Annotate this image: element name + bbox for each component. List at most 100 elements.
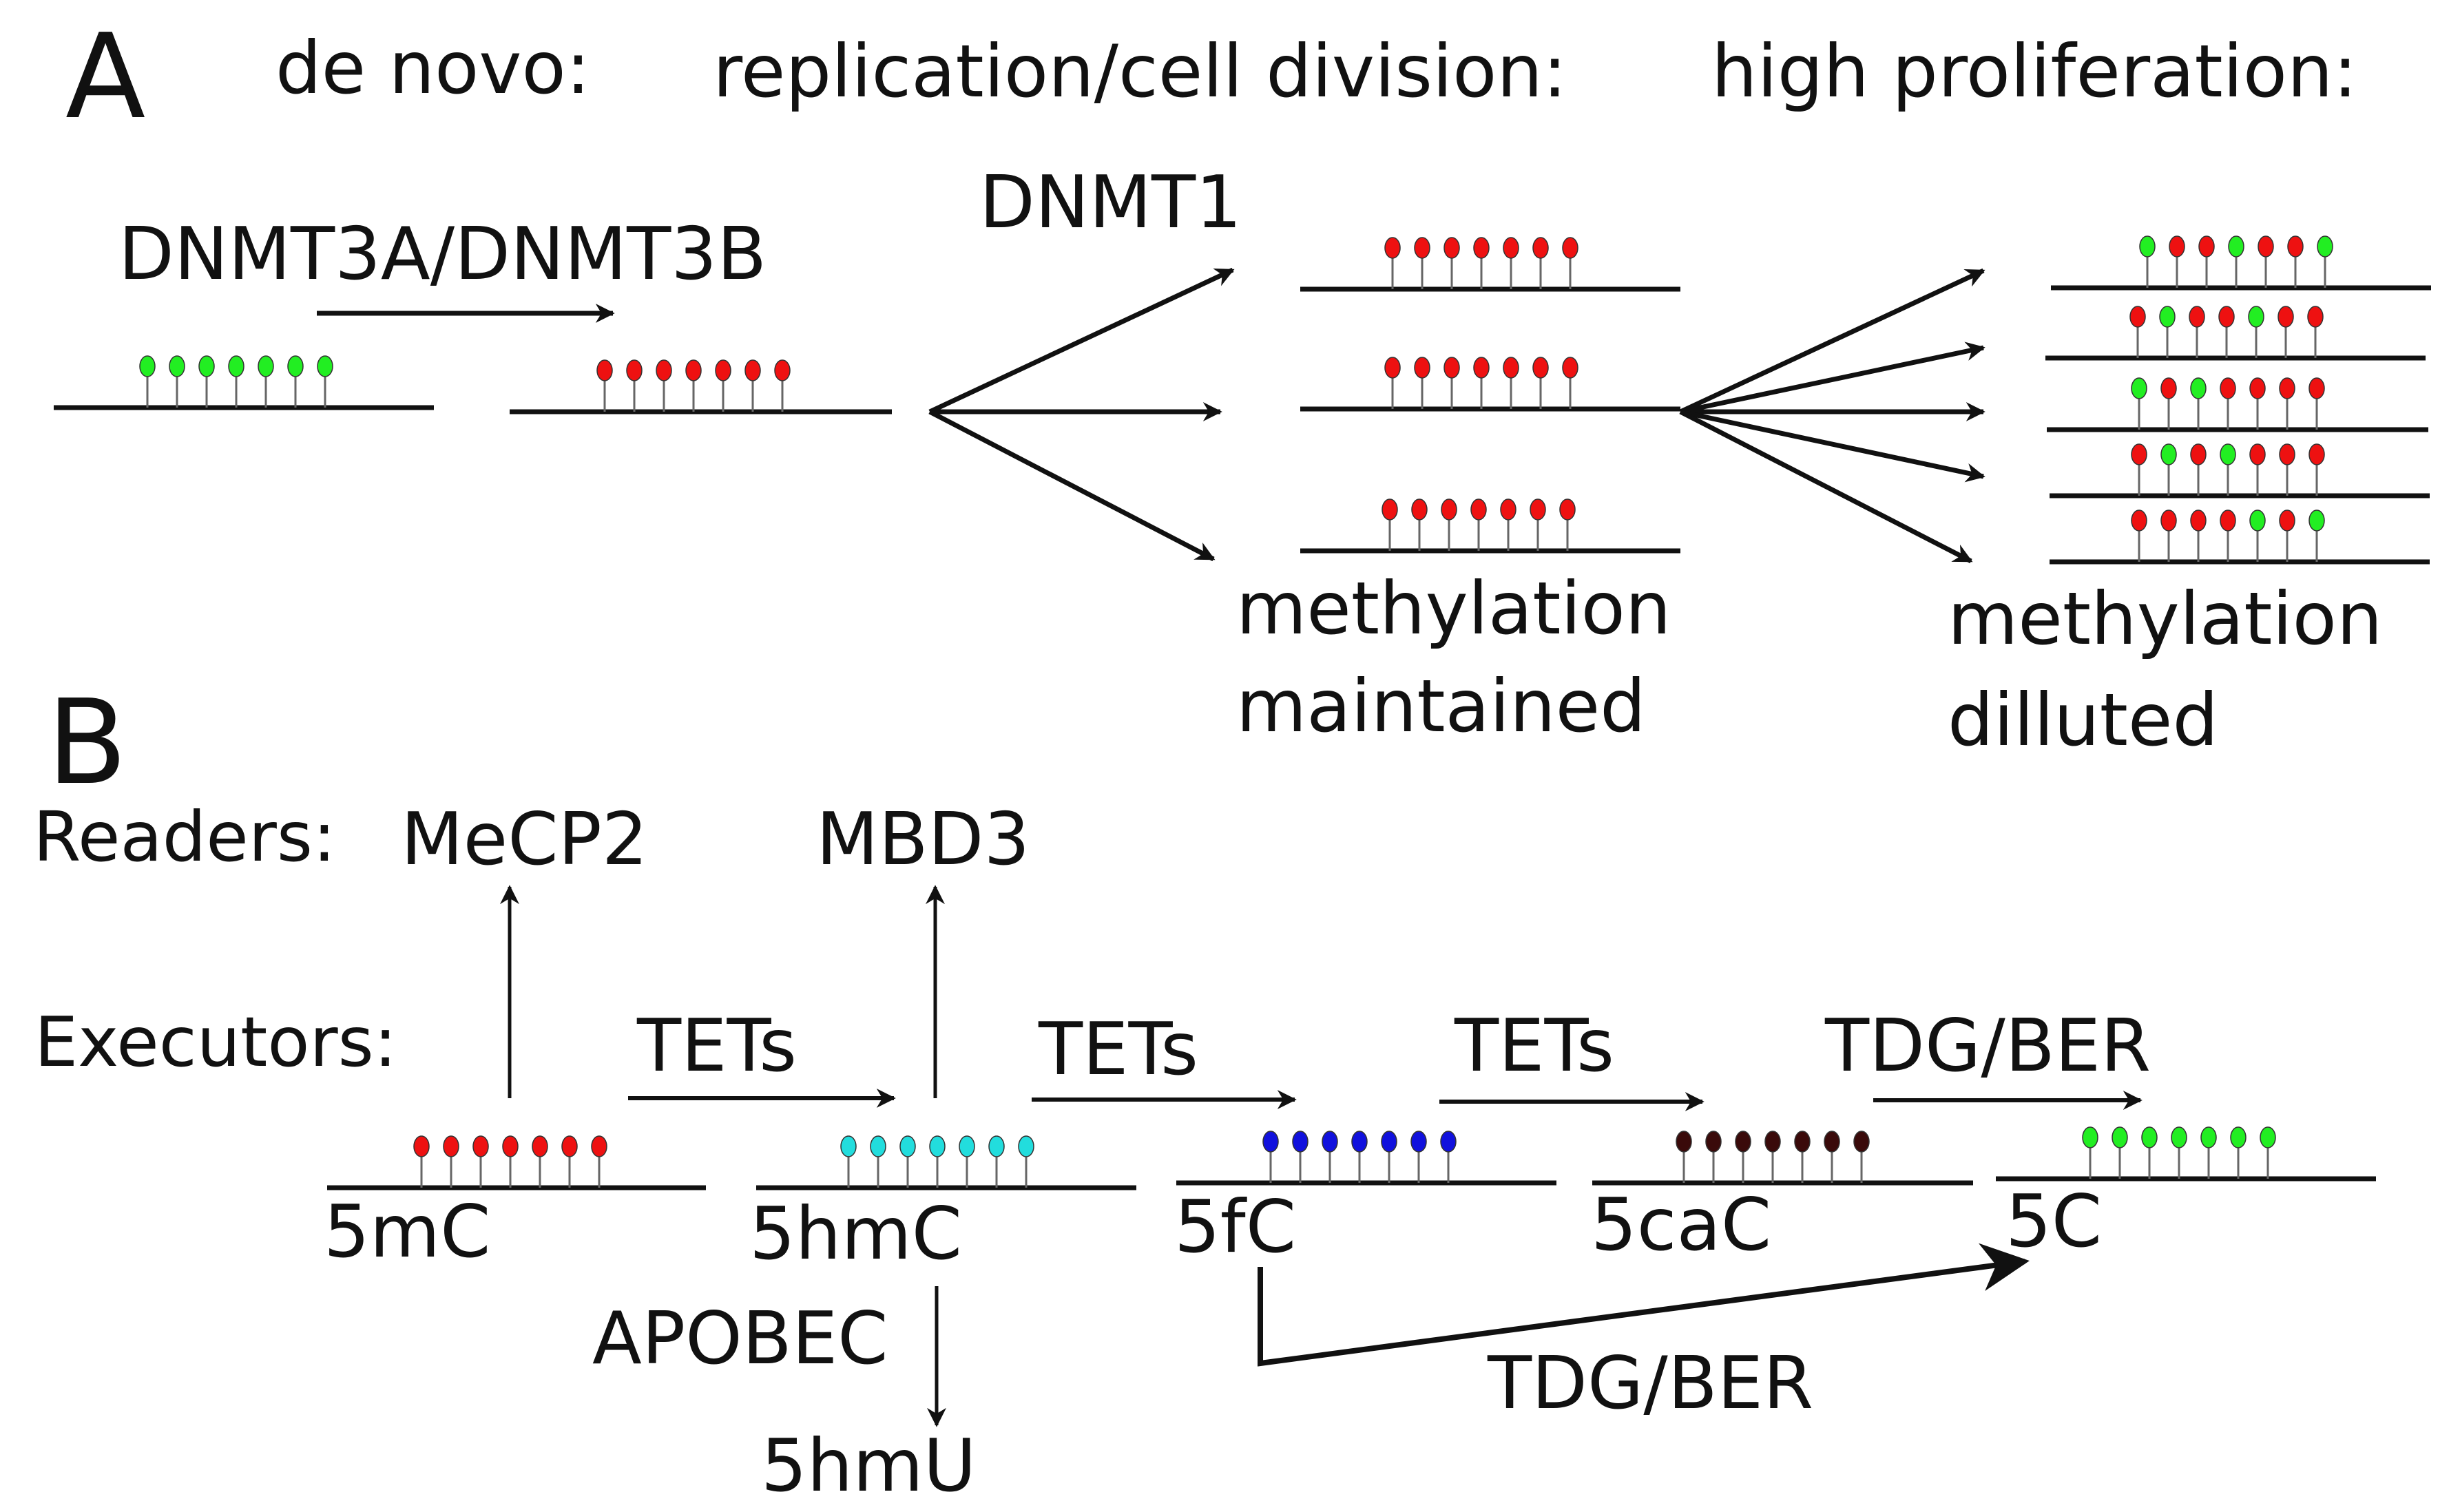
cpg-site (198, 355, 215, 377)
cpg-site (2287, 235, 2304, 258)
enzyme-tdg-ber: TDG/BER (1824, 1004, 2151, 1088)
cpg-site (899, 1135, 916, 1157)
cpg-site (2230, 1126, 2247, 1148)
cpg-site (2279, 377, 2295, 399)
side-product-5hmu: 5hmU (761, 1424, 977, 1508)
cpg-site (2141, 1126, 2158, 1148)
cpg-site (1443, 357, 1460, 379)
bypass-arrow-5fc-to-5c (1258, 1243, 2030, 1367)
cpg-site (2112, 1126, 2128, 1148)
panel-b-letter: B (47, 675, 127, 811)
cpg-site (1441, 498, 1457, 521)
bypass-enzyme-tdg-ber: TDG/BER (1487, 1341, 1813, 1425)
replication-arrow-down (928, 409, 1216, 562)
cpg-site (2190, 443, 2207, 465)
cpg-site (1410, 1131, 1427, 1153)
strand-maintained-3 (1300, 498, 1680, 554)
cpg-site (2249, 443, 2266, 465)
cpg-site (1262, 1131, 1279, 1153)
cpg-site (1676, 1131, 1692, 1153)
cpg-site (1351, 1131, 1368, 1153)
enzyme-tets-1: TETs (636, 1004, 797, 1088)
cpg-site (1292, 1131, 1309, 1153)
cpg-site (2159, 306, 2176, 328)
enzyme-dnmt1: DNMT1 (979, 160, 1242, 244)
outcome-diluted-line1: methylation (1948, 577, 2382, 661)
base-5fc: 5fC (1174, 1185, 1296, 1269)
cpg-site (2198, 235, 2215, 258)
cpg-site (1384, 237, 1401, 259)
cpg-site (2258, 235, 2274, 258)
cpg-site (2139, 235, 2156, 258)
cpg-site (1473, 237, 1490, 259)
cpg-site (2249, 377, 2266, 399)
cpg-site (1794, 1131, 1811, 1153)
cpg-site (169, 355, 185, 377)
cpg-site (744, 359, 761, 381)
cpg-site (443, 1135, 459, 1157)
strand-maintained-1 (1300, 237, 1680, 292)
base-5cac: 5caC (1591, 1183, 1771, 1267)
outcome-maintained-line2: maintained (1236, 664, 1646, 748)
cpg-site (1562, 357, 1578, 379)
cpg-site (2200, 1126, 2217, 1148)
header-de-novo: de novo: (275, 26, 590, 110)
cpg-site (2160, 443, 2177, 465)
cpg-site (715, 359, 731, 381)
cpg-site (2082, 1126, 2098, 1148)
strand-unmethylated (54, 355, 434, 410)
cpg-site (929, 1135, 946, 1157)
cpg-site (1503, 237, 1519, 259)
cpg-site (1559, 498, 1576, 521)
cpg-site (1414, 237, 1430, 259)
cpg-site (2189, 306, 2205, 328)
cpg-site (626, 359, 643, 381)
cpg-site (1530, 498, 1546, 521)
proliferation-arrow-4 (1680, 409, 1985, 483)
base-5hmc: 5hmC (749, 1192, 962, 1276)
proliferation-arrow-2 (1680, 342, 1985, 414)
cpg-site (685, 359, 702, 381)
cpg-site (2249, 510, 2266, 532)
header-replication: replication/cell division: (713, 30, 1567, 114)
strand-diluted-5 (2050, 510, 2430, 565)
cpg-site (2169, 235, 2185, 258)
strand-5c (1996, 1126, 2376, 1182)
cpg-site (2190, 377, 2207, 399)
outcome-maintained-line1: methylation (1236, 567, 1671, 651)
cpg-site (2279, 443, 2295, 465)
cpg-site (317, 355, 333, 377)
cpg-site (1384, 357, 1401, 379)
strand-diluted-2 (2045, 306, 2426, 361)
cpg-site (1503, 357, 1519, 379)
cpg-site (1473, 357, 1490, 379)
cpg-site (2129, 306, 2146, 328)
cpg-site (1382, 498, 1398, 521)
cpg-site (2160, 510, 2177, 532)
strand-5fc (1176, 1131, 1556, 1186)
cpg-site (1532, 357, 1549, 379)
cpg-site (1824, 1131, 1840, 1153)
cpg-site (1440, 1131, 1457, 1153)
cpg-site (561, 1135, 578, 1157)
cpg-site (1018, 1135, 1034, 1157)
side-enzyme-apobec: APOBEC (592, 1296, 888, 1380)
cpg-site (988, 1135, 1005, 1157)
cpg-site (1470, 498, 1487, 521)
strand-diluted-4 (2050, 443, 2430, 498)
cpg-site (870, 1135, 886, 1157)
cpg-site (1381, 1131, 1397, 1153)
cpg-site (2279, 510, 2295, 532)
cpg-site (2220, 377, 2236, 399)
cpg-site (139, 355, 156, 377)
cpg-site (1414, 357, 1430, 379)
cpg-site (2317, 235, 2333, 258)
strand-5cac (1592, 1131, 1973, 1186)
cpg-site (2131, 510, 2147, 532)
cpg-site (591, 1135, 607, 1157)
cpg-site (532, 1135, 548, 1157)
cpg-site (2220, 510, 2236, 532)
cpg-site (228, 355, 244, 377)
base-5c: 5C (2005, 1179, 2102, 1263)
cpg-site (258, 355, 274, 377)
